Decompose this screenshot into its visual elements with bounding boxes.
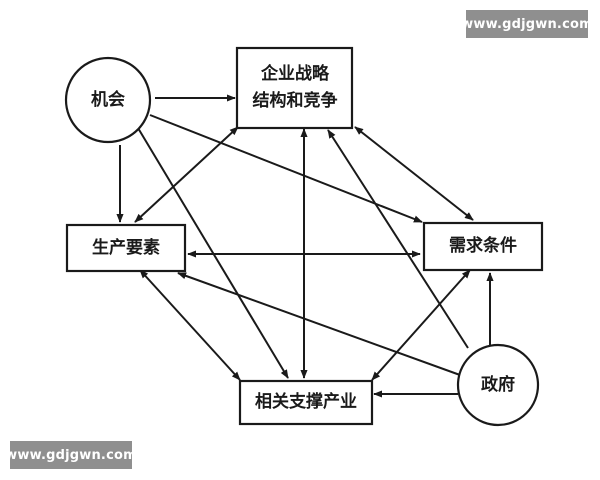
node-factors-label: 生产要素 — [92, 237, 160, 258]
node-factors-box — [65, 223, 187, 273]
node-related-label: 相关支撑产业 — [255, 391, 357, 412]
watermark-bottom: www.gdjgwn.com — [5, 441, 137, 469]
arrow-demand-related — [371, 269, 471, 381]
node-strategy-line1: 企业战略 — [260, 63, 330, 84]
node-opportunity-label: 机会 — [91, 89, 125, 110]
node-government-label: 政府 — [481, 374, 515, 395]
arrow-government-to-factors — [177, 272, 461, 376]
node-strategy-line2: 结构和竞争 — [253, 90, 338, 111]
arrow-opportunity-to-demand — [149, 114, 423, 223]
node-opportunity-circle — [64, 56, 152, 144]
arrow-strategy-factors — [134, 126, 239, 223]
arrow-strategy-demand — [354, 126, 474, 221]
node-demand-label: 需求条件 — [449, 235, 517, 256]
arrow-government-to-strategy — [327, 129, 469, 349]
arrow-factors-related — [139, 269, 241, 381]
node-demand-box — [422, 221, 544, 272]
node-government-circle — [456, 343, 540, 427]
node-strategy-box — [235, 46, 354, 130]
watermark-top: www.gdjgwn.com — [461, 10, 593, 38]
node-related-box — [238, 379, 374, 426]
